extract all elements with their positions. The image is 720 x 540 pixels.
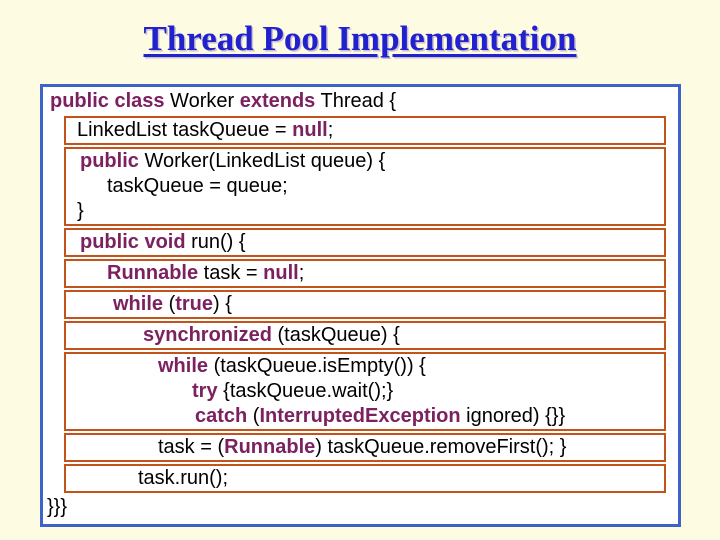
code-line: public class Worker extends Thread { [43, 89, 678, 114]
code-block: }}} [43, 495, 678, 520]
code-keyword: while [158, 355, 209, 377]
code-text: ; [298, 262, 305, 284]
code-keyword: catch [195, 405, 248, 427]
code-box: synchronized (taskQueue) { [64, 321, 666, 350]
code-keyword: Runnable [107, 262, 199, 284]
code-text: ignored) {}} [460, 405, 566, 427]
code-line: try {taskQueue.wait();} [66, 379, 664, 404]
code-line: while (taskQueue.isEmpty()) { [66, 354, 664, 379]
code-box: while (true) { [64, 290, 666, 319]
code-line: }}} [43, 495, 678, 520]
code-keyword: Runnable [224, 436, 316, 458]
code-text: }}} [47, 496, 68, 518]
code-line: Runnable task = null; [66, 261, 664, 286]
code-line: synchronized (taskQueue) { [66, 323, 664, 348]
code-line: catch (InterruptedException ignored) {}} [66, 404, 664, 429]
code-text: task.run(); [138, 467, 229, 489]
code-line: while (true) { [66, 292, 664, 317]
code-text: Worker [164, 90, 240, 112]
code-keyword: null [263, 262, 299, 284]
code-text: task = ( [158, 436, 225, 458]
code-keyword: true [175, 293, 214, 315]
code-line: task.run(); [66, 466, 664, 491]
code-line: taskQueue = queue; [66, 174, 664, 199]
code-line: task = (Runnable) taskQueue.removeFirst(… [66, 435, 664, 460]
code-keyword: null [292, 119, 328, 141]
code-box: while (taskQueue.isEmpty()) {try {taskQu… [64, 352, 666, 431]
code-text: Thread { [315, 90, 397, 112]
code-text: } [77, 200, 84, 222]
code-block: public class Worker extends Thread { [43, 89, 678, 114]
code-keyword: public void [80, 231, 186, 253]
code-text: (taskQueue.isEmpty()) { [208, 355, 426, 377]
code-text: (taskQueue) { [271, 324, 400, 346]
code-keyword: public [80, 150, 139, 172]
code-keyword: InterruptedException [259, 405, 461, 427]
code-text: ) taskQueue.removeFirst(); } [315, 436, 567, 458]
code-box: task.run(); [64, 464, 666, 493]
code-text: run() { [185, 231, 246, 253]
code-box: public Worker(LinkedList queue) {taskQue… [64, 147, 666, 226]
code-text: ; [327, 119, 334, 141]
code-text: {taskQueue.wait();} [217, 380, 394, 402]
code-text: ( [247, 405, 260, 427]
code-box: LinkedList taskQueue = null; [64, 116, 666, 145]
code-keyword: try [192, 380, 218, 402]
code-box: Runnable task = null; [64, 259, 666, 288]
code-line: } [66, 199, 664, 224]
code-text: Worker(LinkedList queue) { [138, 150, 386, 172]
code-keyword: extends [239, 90, 316, 112]
code-box: task = (Runnable) taskQueue.removeFirst(… [64, 433, 666, 462]
code-text: task = [198, 262, 264, 284]
code-text: taskQueue = queue; [107, 175, 288, 197]
code-keyword: public class [50, 90, 165, 112]
code-box: public void run() { [64, 228, 666, 257]
code-line: public void run() { [66, 230, 664, 255]
slide-title: Thread Pool Implementation [143, 19, 577, 58]
code-keyword: while [113, 293, 164, 315]
code-text: LinkedList taskQueue = [77, 119, 293, 141]
code-panel: public class Worker extends Thread { Link… [40, 84, 681, 527]
code-line: LinkedList taskQueue = null; [66, 118, 664, 143]
code-line: public Worker(LinkedList queue) { [66, 149, 664, 174]
code-text: ( [163, 293, 176, 315]
code-text: ) { [213, 293, 232, 315]
code-keyword: synchronized [143, 324, 272, 346]
